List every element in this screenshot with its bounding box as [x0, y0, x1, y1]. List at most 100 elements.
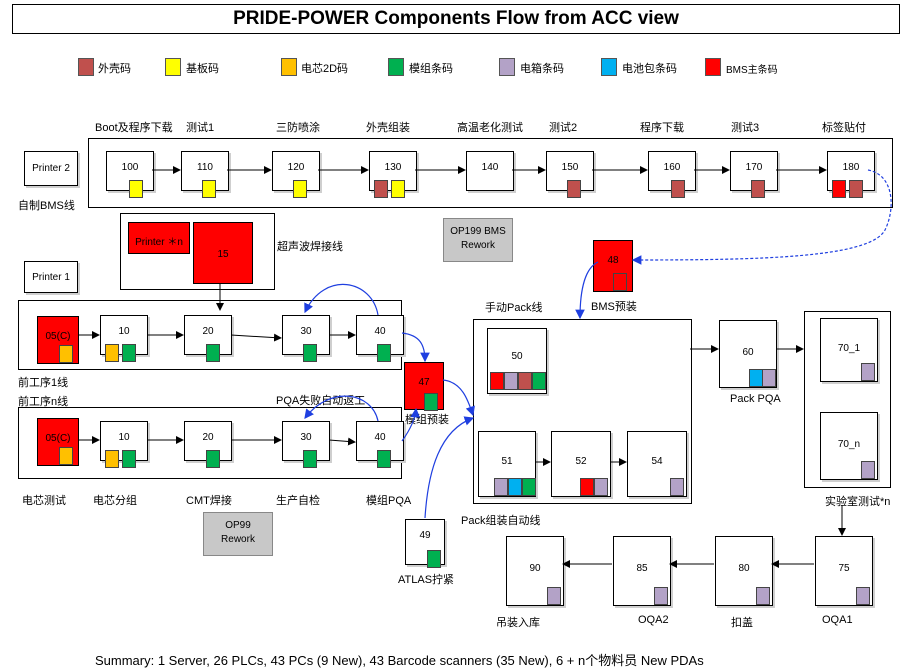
printer-n: Printer ＊n [128, 222, 190, 254]
marker-board [293, 180, 307, 198]
station-60[interactable]: 60 [719, 320, 777, 388]
marker-module [206, 450, 220, 468]
summary: Summary: 1 Server, 26 PLCs, 43 PCs (9 Ne… [95, 653, 704, 668]
legend-label-pack-cell: 电池包条码 [622, 63, 677, 75]
marker-bms-main [580, 478, 594, 496]
bms-header-aging: 高温老化测试 [457, 122, 523, 134]
marker-shell [849, 180, 863, 198]
ultrasonic-label: 超声波焊接线 [277, 241, 343, 253]
station-49-num: 49 [419, 530, 431, 541]
marker-bms-main [613, 273, 627, 291]
station-54-num: 54 [651, 456, 663, 467]
legend-swatch-module [388, 58, 404, 76]
auto-pack-label: Pack组装自动线 [461, 515, 541, 527]
marker-pack-box [494, 478, 508, 496]
station-48-num: 48 [607, 255, 619, 266]
legend-label-board: 基板码 [186, 63, 219, 75]
station-20-num: 20 [202, 432, 214, 443]
station-47[interactable]: 47 [404, 362, 444, 411]
marker-board [202, 180, 216, 198]
station-75[interactable]: 75 [815, 536, 873, 606]
station-20-num: 20 [202, 326, 214, 337]
station-20-linen[interactable]: 20 [184, 421, 232, 468]
marker-module [206, 344, 220, 362]
station-20-line1[interactable]: 20 [184, 315, 232, 362]
station-30-line1[interactable]: 30 [282, 315, 330, 362]
station-130-num: 130 [384, 162, 402, 173]
station-90-label: 吊装入库 [496, 617, 540, 629]
station-51-num: 51 [501, 456, 513, 467]
station-40-num: 40 [374, 432, 386, 443]
marker-pack-box [654, 587, 668, 605]
station-60-num: 60 [742, 347, 754, 358]
station-120[interactable]: 120 [272, 151, 320, 198]
station-80-num: 80 [738, 563, 750, 574]
station-15[interactable]: 15 [193, 222, 253, 284]
marker-shell [567, 180, 581, 198]
bms-header-test1: 测试1 [186, 122, 215, 134]
op199-line2: Rework [461, 240, 495, 251]
station-85-label: OQA2 [638, 614, 669, 626]
station-110[interactable]: 110 [181, 151, 229, 198]
printer-1: Printer 1 [24, 261, 78, 293]
label-module-pqa: 模组PQA [366, 495, 412, 507]
station-50[interactable]: 50 [487, 328, 547, 394]
station-180[interactable]: 180 [827, 151, 875, 198]
printer-1-label: Printer 1 [32, 272, 70, 283]
lab-label: 实验室测试*n [825, 496, 891, 508]
station-40-linen[interactable]: 40 [356, 421, 404, 468]
station-70-n[interactable]: 70_n [820, 412, 878, 480]
marker-bms-main [832, 180, 846, 198]
station-160[interactable]: 160 [648, 151, 696, 198]
front-line-1-label: 前工序1线 [18, 377, 69, 389]
station-70-1[interactable]: 70_1 [820, 318, 878, 382]
legend-swatch-bms-main [705, 58, 721, 76]
station-90[interactable]: 90 [506, 536, 564, 606]
station-30-num: 30 [300, 432, 312, 443]
station-51[interactable]: 51 [478, 431, 536, 497]
marker-module [377, 450, 391, 468]
station-10-linen[interactable]: 10 [100, 421, 148, 468]
station-30-linen[interactable]: 30 [282, 421, 330, 468]
station-70-1-num: 70_1 [837, 343, 861, 354]
station-80[interactable]: 80 [715, 536, 773, 606]
legend-swatch-pack-box [499, 58, 515, 76]
station-05c-num: 05(C) [45, 331, 71, 342]
station-49[interactable]: 49 [405, 519, 445, 568]
station-100[interactable]: 100 [106, 151, 154, 198]
station-120-num: 120 [287, 162, 305, 173]
station-75-label: OQA1 [822, 614, 853, 626]
station-130[interactable]: 130 [369, 151, 417, 198]
station-150[interactable]: 150 [546, 151, 594, 198]
station-10-line1[interactable]: 10 [100, 315, 148, 362]
op99-rework[interactable]: OP99 Rework [203, 512, 273, 556]
station-54[interactable]: 54 [627, 431, 687, 497]
bms-header-test2: 测试2 [549, 122, 578, 134]
station-140[interactable]: 140 [466, 151, 514, 191]
station-05c-linen[interactable]: 05(C) [37, 418, 79, 466]
marker-board [391, 180, 405, 198]
op199-rework[interactable]: OP199 BMS Rework [443, 218, 513, 262]
station-52[interactable]: 52 [551, 431, 611, 497]
marker-module [532, 372, 546, 390]
station-70-n-num: 70_n [837, 439, 861, 450]
marker-shell [751, 180, 765, 198]
page-title: PRIDE-POWER Components Flow from ACC vie… [12, 4, 900, 34]
station-30-num: 30 [300, 326, 312, 337]
marker-cell2d [105, 450, 119, 468]
station-48[interactable]: 48 [593, 240, 633, 292]
label-cell-test: 电芯测试 [22, 495, 66, 507]
marker-pack-box [547, 587, 561, 605]
station-180-num: 180 [842, 162, 860, 173]
station-05c-line1[interactable]: 05(C) [37, 316, 79, 364]
station-40-line1[interactable]: 40 [356, 315, 404, 362]
station-85[interactable]: 85 [613, 536, 671, 606]
bms-header-test3: 测试3 [731, 122, 760, 134]
station-48-label: BMS预装 [591, 301, 637, 313]
marker-pack-box [762, 369, 776, 387]
station-15-num: 15 [217, 249, 229, 260]
station-170[interactable]: 170 [730, 151, 778, 198]
legend-swatch-shell [78, 58, 94, 76]
station-160-num: 160 [663, 162, 681, 173]
station-10-num: 10 [118, 326, 130, 337]
